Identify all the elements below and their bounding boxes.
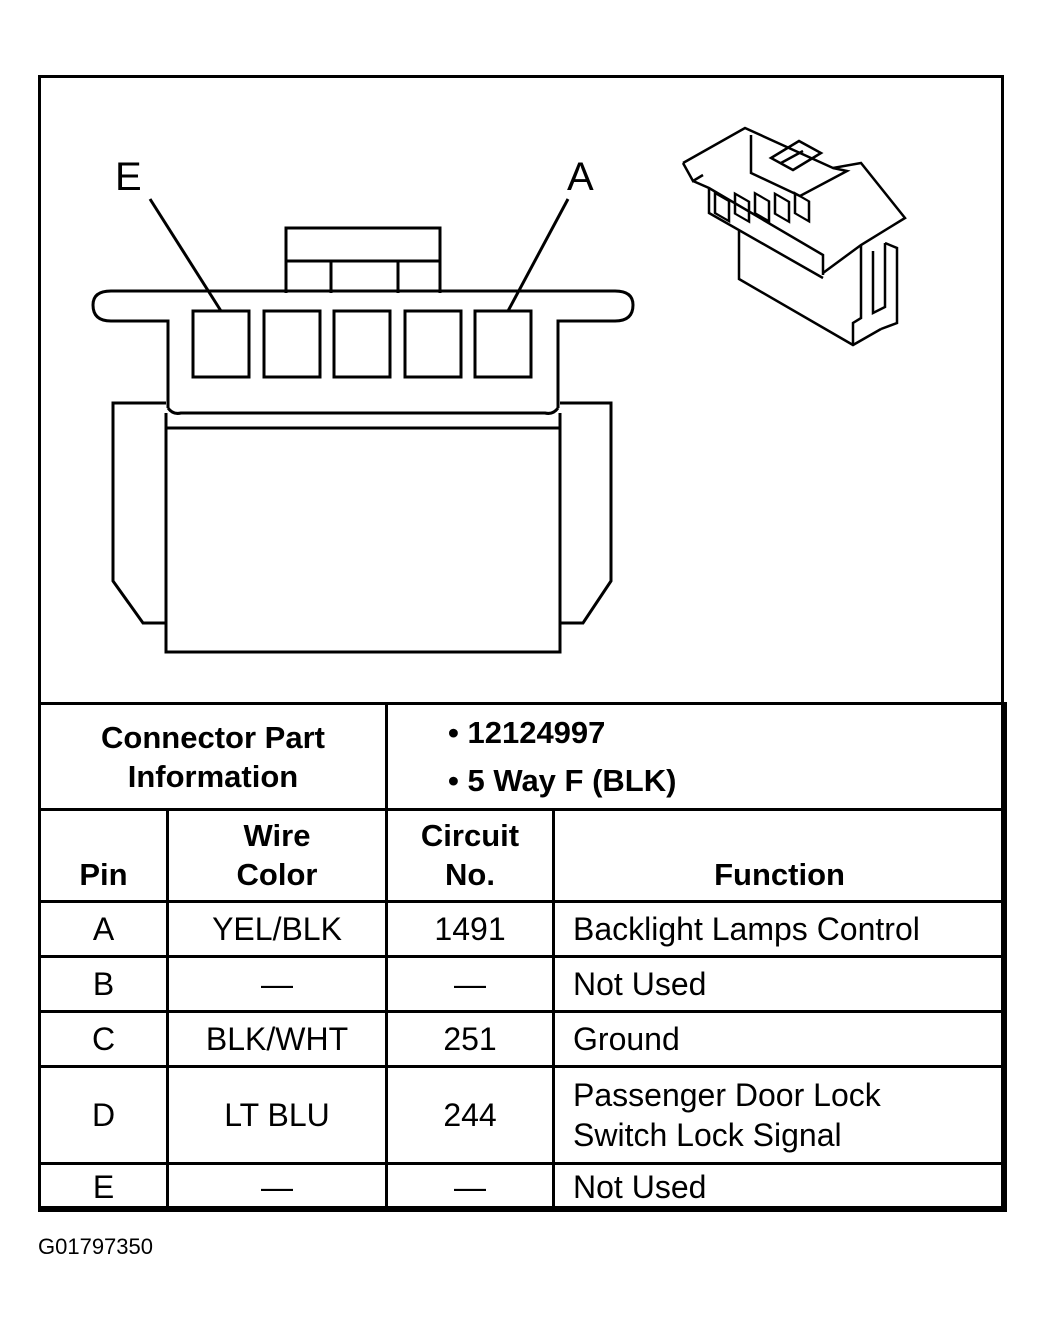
leader-a — [506, 198, 570, 312]
connector-pinout-table: Connector Part Information • 12124997 • … — [37, 702, 1008, 1212]
pin-cell: C — [38, 1010, 169, 1068]
pin-cell: B — [38, 955, 169, 1013]
diagram-frame: E A — [38, 75, 1004, 1209]
cavity-b — [403, 309, 463, 379]
circuit-cell: 244 — [385, 1065, 556, 1165]
header-pin: Pin — [38, 808, 169, 903]
table-row: C BLK/WHT 251 Ground — [38, 1010, 1008, 1068]
pin-cell: A — [38, 900, 169, 958]
connector-type: • 5 Way F (BLK) — [448, 762, 677, 798]
function-cell: Ground — [552, 1010, 1008, 1068]
figure-id: G01797350 — [38, 1234, 153, 1259]
table-row: B — — Not Used — [38, 955, 1008, 1013]
connector-info-label: Connector Part Information — [37, 702, 389, 811]
connector-info-row: Connector Part Information • 12124997 • … — [37, 702, 1008, 811]
header-wire-color: Wire Color — [165, 808, 389, 903]
function-cell: Not Used — [552, 955, 1008, 1013]
function-cell: Backlight Lamps Control — [552, 900, 1008, 958]
header-circuit-no: Circuit No. — [385, 808, 556, 903]
connector-isometric-view — [681, 126, 907, 347]
connector-info-values: • 12124997 • 5 Way F (BLK) — [385, 702, 1008, 811]
wire-color-cell: BLK/WHT — [165, 1010, 389, 1068]
wire-color-cell: YEL/BLK — [165, 900, 389, 958]
circuit-cell: 1491 — [385, 900, 556, 958]
part-number: • 12124997 — [448, 714, 606, 750]
cavity-d — [262, 309, 322, 379]
connector-drawing: E A — [91, 126, 907, 654]
leader-e — [148, 198, 223, 312]
cavity-a — [473, 309, 533, 379]
circuit-cell: — — [385, 1162, 556, 1212]
pin-cell: D — [38, 1065, 169, 1165]
wire-color-cell: — — [165, 955, 389, 1013]
function-cell: Not Used — [552, 1162, 1008, 1212]
connector-latch — [284, 226, 442, 293]
wire-color-cell: — — [165, 1162, 389, 1212]
table-header-row: Pin Wire Color Circuit No. Function — [38, 808, 1008, 903]
connector-flange — [91, 289, 635, 408]
header-function: Function — [552, 808, 1008, 903]
wire-color-cell: LT BLU — [165, 1065, 389, 1165]
table-row: A YEL/BLK 1491 Backlight Lamps Control — [38, 900, 1008, 958]
pin-cell: E — [38, 1162, 169, 1212]
circuit-cell: 251 — [385, 1010, 556, 1068]
table-row: E — — Not Used — [38, 1162, 1008, 1212]
table-row: D LT BLU 244 Passenger Door Lock Switch … — [38, 1065, 1008, 1165]
connector-body — [111, 401, 613, 654]
cavity-c — [332, 309, 392, 379]
callout-e: E — [115, 155, 142, 199]
function-cell: Passenger Door Lock Switch Lock Signal — [552, 1065, 1008, 1165]
cavity-e — [191, 309, 251, 379]
circuit-cell: — — [385, 955, 556, 1013]
pin-cavities — [191, 309, 533, 379]
callout-a: A — [567, 155, 594, 199]
